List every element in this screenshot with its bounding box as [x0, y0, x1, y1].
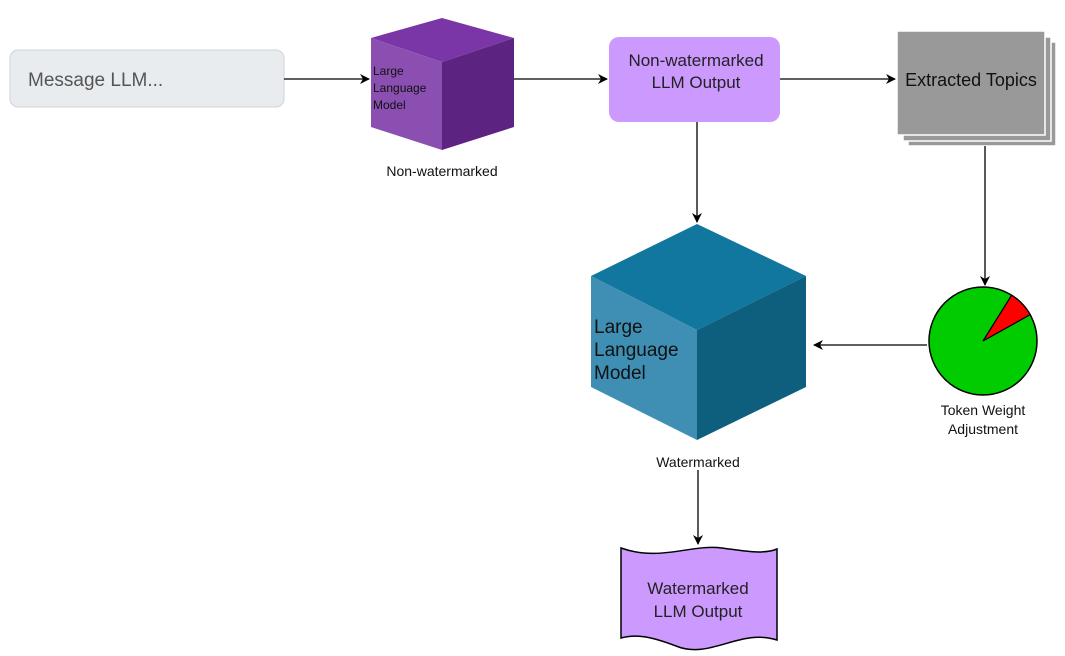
topics-stack-front: [896, 30, 1046, 136]
cube-top-face: [371, 18, 514, 62]
token-weight-caption-line-2: Adjustment: [948, 421, 1018, 437]
cube-front-face-large: [591, 276, 697, 440]
watermarked-output-line-1: Watermarked: [647, 579, 748, 598]
llm-small-label-line-3: Model: [373, 98, 406, 112]
cube-top-face-large: [591, 224, 806, 330]
llm-large-label-line-2: Language: [594, 340, 679, 361]
llm-small-label-line-2: Language: [373, 81, 427, 95]
extracted-topics-node: Extracted Topics: [896, 30, 1057, 147]
nonwatermarked-output-box: [609, 37, 780, 122]
cube-side-face: [442, 38, 514, 150]
llm-small-label-line-1: Large: [373, 64, 404, 78]
cube-front-face: [371, 38, 442, 150]
message-input-placeholder: Message LLM...: [28, 70, 163, 91]
llm-large-caption: Watermarked: [656, 454, 740, 470]
llm-small-caption: Non-watermarked: [386, 163, 497, 179]
watermarked-output-shape: [620, 546, 778, 651]
llm-cube-nonwatermarked: Large Language Model: [371, 18, 514, 150]
llm-large-label-line-1: Large: [594, 317, 643, 338]
nonwatermarked-output-node: Non-watermarked LLM Output: [609, 37, 780, 122]
llm-cube-watermarked: Large Language Model: [591, 224, 806, 440]
watermarked-output-line-2: LLM Output: [654, 602, 743, 621]
extracted-topics-label: Extracted Topics: [905, 70, 1037, 90]
cube-side-face-large: [697, 276, 806, 440]
llm-large-label-line-3: Model: [594, 363, 646, 384]
nonwatermarked-output-line-1: Non-watermarked: [628, 51, 763, 70]
pie-adjusted-slice: [982, 294, 1031, 342]
watermarked-output-node: Watermarked LLM Output: [620, 546, 778, 651]
token-weight-pie: [928, 286, 1038, 396]
token-weight-caption-line-1: Token Weight: [941, 402, 1026, 418]
message-input[interactable]: Message LLM...: [9, 49, 285, 108]
nonwatermarked-output-line-2: LLM Output: [652, 73, 741, 92]
